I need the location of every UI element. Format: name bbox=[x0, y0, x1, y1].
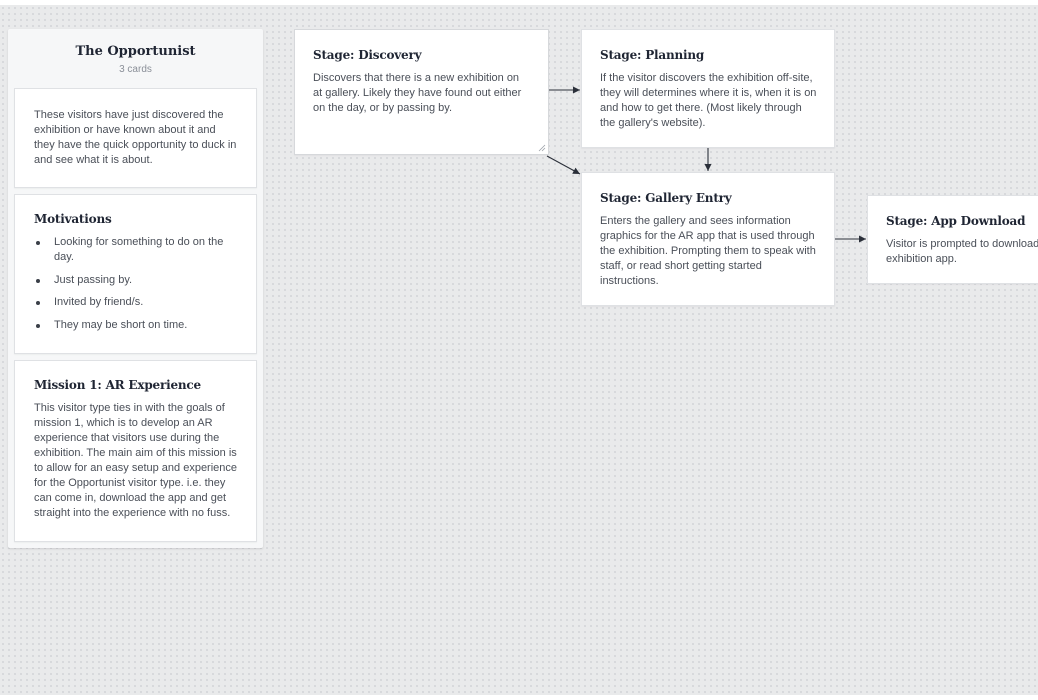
stage-gallery-entry-text: Enters the gallery and sees information … bbox=[600, 215, 816, 287]
stage-app-download-text: Visitor is prompted to download the exhi… bbox=[886, 238, 1038, 265]
mission-title: Mission 1: AR Experience bbox=[34, 378, 201, 392]
stage-planning-card[interactable]: Stage: Planning If the visitor discovers… bbox=[581, 29, 835, 148]
list-item: Invited by friend/s. bbox=[34, 295, 238, 310]
intro-card[interactable]: These visitors have just discovered the … bbox=[14, 88, 257, 188]
mission-text: This visitor type ties in with the goals… bbox=[34, 402, 238, 519]
stage-app-download-card[interactable]: Stage: App Download Visitor is prompted … bbox=[867, 195, 1038, 284]
motivations-title: Motivations bbox=[34, 212, 112, 226]
stage-app-download-title: Stage: App Download bbox=[886, 214, 1026, 228]
list-item: Just passing by. bbox=[34, 273, 238, 288]
motivations-card[interactable]: Motivations Looking for something to do … bbox=[14, 194, 257, 354]
stage-discovery-card[interactable]: Stage: Discovery Discovers that there is… bbox=[294, 29, 549, 155]
list-item: Looking for something to do on the day. bbox=[34, 235, 238, 265]
stage-planning-text: If the visitor discovers the exhibition … bbox=[600, 72, 817, 129]
whiteboard-canvas[interactable]: The Opportunist 3 cards These visitors h… bbox=[0, 5, 1038, 695]
resize-handle-icon[interactable] bbox=[538, 144, 546, 152]
column-card-count: 3 cards bbox=[119, 64, 152, 75]
mission-card[interactable]: Mission 1: AR Experience This visitor ty… bbox=[14, 360, 257, 542]
persona-column[interactable]: The Opportunist 3 cards These visitors h… bbox=[8, 29, 263, 548]
stage-planning-title: Stage: Planning bbox=[600, 48, 705, 62]
stage-discovery-text: Discovers that there is a new exhibition… bbox=[313, 72, 522, 114]
motivations-list: Looking for something to do on the day. … bbox=[34, 235, 238, 333]
connector-discovery-to-gallery-entry[interactable] bbox=[546, 155, 581, 175]
stage-gallery-entry-card[interactable]: Stage: Gallery Entry Enters the gallery … bbox=[581, 172, 835, 306]
stage-gallery-entry-title: Stage: Gallery Entry bbox=[600, 191, 732, 205]
list-item: They may be short on time. bbox=[34, 318, 238, 333]
column-title: The Opportunist bbox=[75, 44, 196, 59]
intro-card-text: These visitors have just discovered the … bbox=[34, 109, 237, 166]
stage-discovery-title: Stage: Discovery bbox=[313, 48, 422, 62]
